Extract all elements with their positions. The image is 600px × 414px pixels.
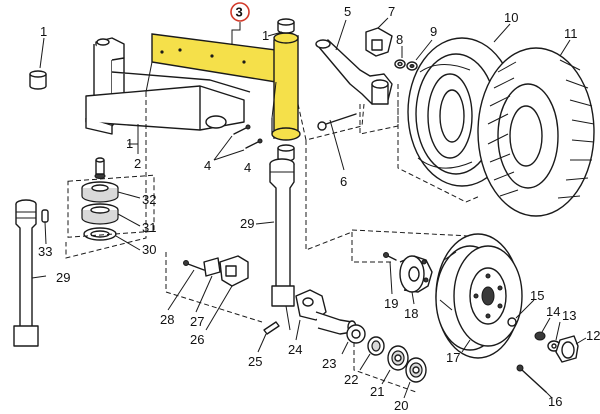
label-part-27: 27	[190, 314, 204, 329]
spindle-shaft-part-29-right	[255, 144, 295, 307]
label-part-23: 23	[322, 356, 336, 371]
label-part-3: 3	[236, 5, 243, 20]
plate-part-27	[195, 257, 221, 313]
label-part-13: 13	[562, 308, 576, 323]
label-part-18: 18	[404, 306, 418, 321]
bearing-part-20	[403, 357, 427, 399]
axle-extension-part-3-highlighted	[145, 32, 301, 141]
label-part-29-left: 29	[56, 270, 70, 285]
hub-cap-part-12	[555, 335, 587, 363]
clamp-part-7	[365, 17, 393, 57]
label-part-14: 14	[546, 304, 560, 319]
bearing-part-21	[381, 345, 409, 385]
nut-part-9	[406, 39, 433, 71]
bolt-part-6	[317, 113, 357, 171]
washer-part-8	[394, 46, 406, 69]
bearing-part-32	[81, 157, 119, 203]
label-part-28: 28	[160, 312, 174, 327]
nut-part-14	[534, 317, 551, 341]
steering-arm-part-5	[315, 19, 393, 105]
label-part-12: 12	[586, 328, 600, 343]
label-part-31: 31	[142, 220, 156, 235]
spindle-shaft-part-29-left	[13, 199, 47, 347]
label-part-20: 20	[394, 398, 408, 413]
bracket-part-26	[205, 255, 249, 331]
bearing-part-23	[341, 324, 366, 355]
label-part-1b: 1	[126, 136, 133, 151]
label-part-21: 21	[370, 384, 384, 399]
label-part-1c: 1	[262, 28, 269, 43]
label-part-7: 7	[388, 4, 395, 19]
label-part-22: 22	[344, 372, 358, 387]
seal-part-22	[359, 336, 385, 371]
label-part-8: 8	[396, 32, 403, 47]
tire-part-11	[477, 39, 595, 217]
axle-beam-part-2	[85, 37, 251, 154]
label-part-1a: 1	[40, 24, 47, 39]
highlight-fill-post	[273, 35, 299, 139]
label-part-4a: 4	[204, 158, 211, 173]
label-part-5: 5	[344, 4, 351, 19]
label-part-4b: 4	[244, 160, 251, 175]
label-part-10: 10	[504, 10, 518, 25]
pin-part-25	[257, 321, 280, 353]
highlight-fill-arm	[151, 33, 277, 83]
bushing-part-1-left	[29, 37, 47, 90]
hub-part-18	[399, 255, 433, 305]
label-part-9: 9	[430, 24, 437, 39]
label-part-33: 33	[38, 244, 52, 259]
label-part-26: 26	[190, 332, 204, 347]
label-part-17: 17	[446, 350, 460, 365]
stud-part-19	[383, 252, 397, 295]
label-part-19: 19	[384, 296, 398, 311]
label-part-11: 11	[564, 26, 578, 41]
label-part-15: 15	[530, 288, 544, 303]
bolt-part-28	[167, 260, 205, 311]
wheel-rim-part-17	[435, 233, 523, 359]
label-part-29-right: 29	[240, 216, 254, 231]
label-part-6: 6	[340, 174, 347, 189]
callout-circle-part-3	[230, 2, 250, 22]
label-part-30: 30	[142, 242, 156, 257]
label-part-24: 24	[288, 342, 302, 357]
label-part-25: 25	[248, 354, 262, 369]
bolts-part-4	[213, 124, 263, 161]
label-part-16: 16	[548, 394, 562, 409]
nut-part-15	[507, 299, 535, 327]
bushing-part-1-top	[267, 18, 295, 37]
key-part-33	[41, 209, 49, 245]
callout-labels: 1 1 1 2 3 4 4 5 6 7 8 9 10 11 12 13 14 1…	[38, 4, 600, 413]
bearing-part-31	[81, 203, 119, 225]
label-part-2: 2	[134, 156, 141, 171]
label-part-32: 32	[142, 192, 156, 207]
bolt-part-16	[516, 364, 553, 399]
